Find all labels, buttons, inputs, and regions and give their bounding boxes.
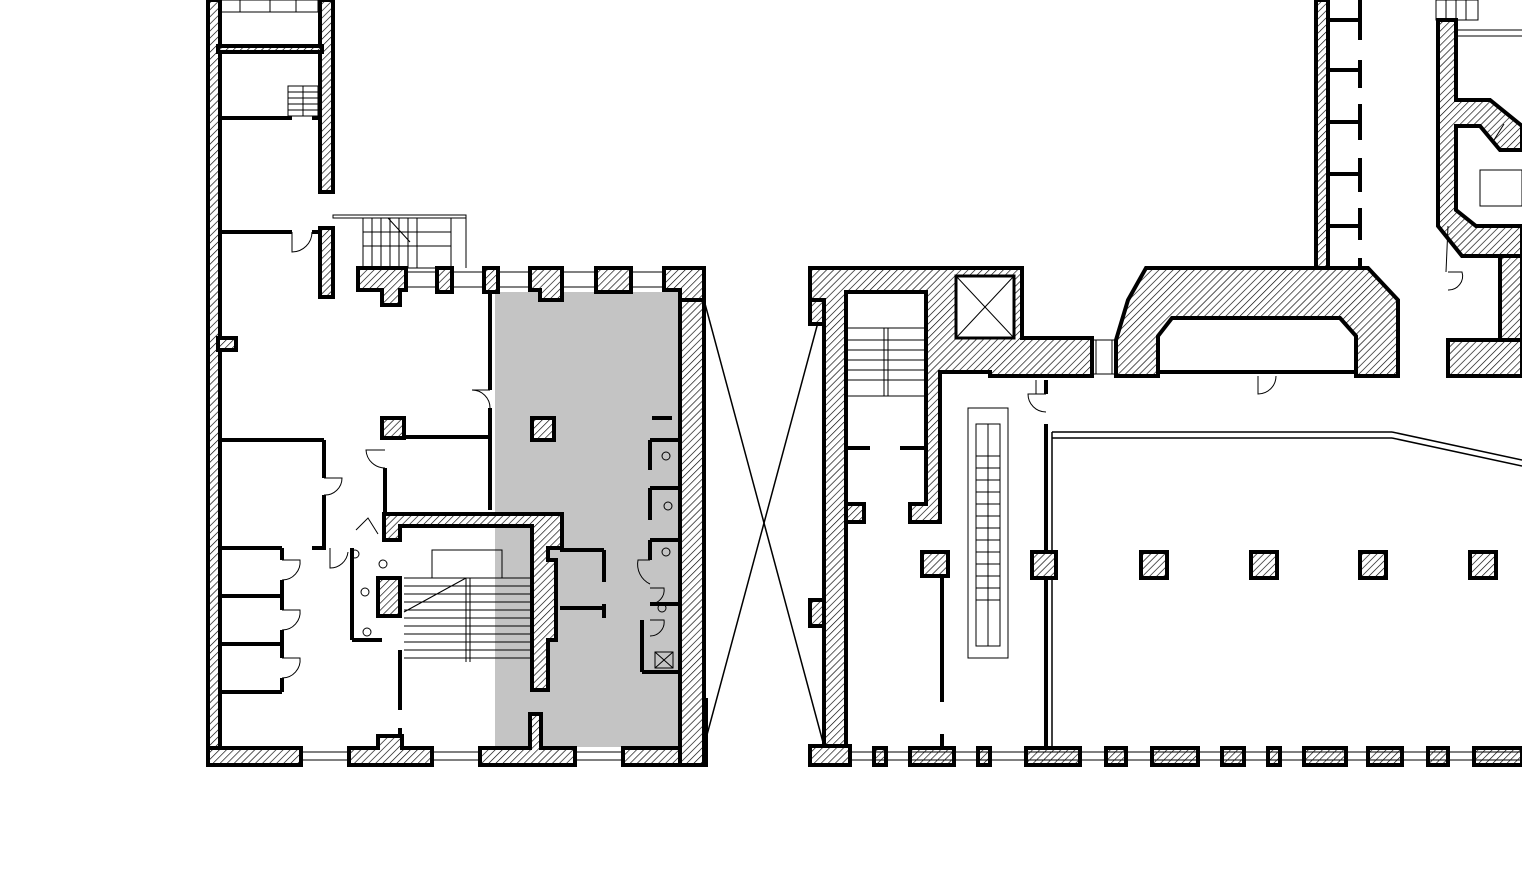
right-building — [808, 0, 1522, 767]
door-swings-left — [281, 231, 665, 679]
top-stair-fragment — [219, 0, 319, 13]
left-building — [206, 0, 708, 767]
right-core-stair — [845, 327, 927, 397]
main-stair — [403, 549, 530, 662]
door-swings-right — [1027, 271, 1464, 413]
escalator — [967, 407, 1009, 659]
right-bottom-wall — [872, 746, 1522, 767]
restroom-fixtures — [350, 416, 680, 674]
connector-lines — [703, 299, 825, 747]
columns — [920, 550, 1498, 580]
upper-stair — [332, 214, 467, 269]
elevator-shaft — [954, 274, 1016, 340]
small-stair — [287, 85, 319, 117]
